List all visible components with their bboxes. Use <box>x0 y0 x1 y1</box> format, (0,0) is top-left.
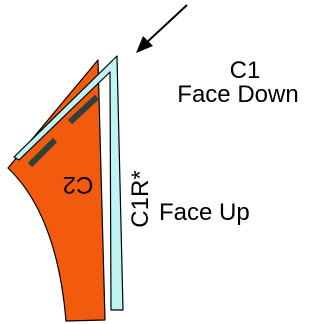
cyan-piece-c1 <box>13 55 124 311</box>
label-c2-inverted: C2 <box>63 171 94 198</box>
label-face-down: Face Down <box>177 81 298 108</box>
dash-mark-lower <box>27 137 58 168</box>
dash-mark-upper <box>67 94 100 125</box>
label-face-up: Face Up <box>159 199 250 226</box>
label-c1r-rotated: C1R* <box>127 170 154 227</box>
orange-piece-c2 <box>7 59 106 322</box>
arrow-icon <box>136 4 188 53</box>
label-c1: C1 <box>230 57 261 84</box>
